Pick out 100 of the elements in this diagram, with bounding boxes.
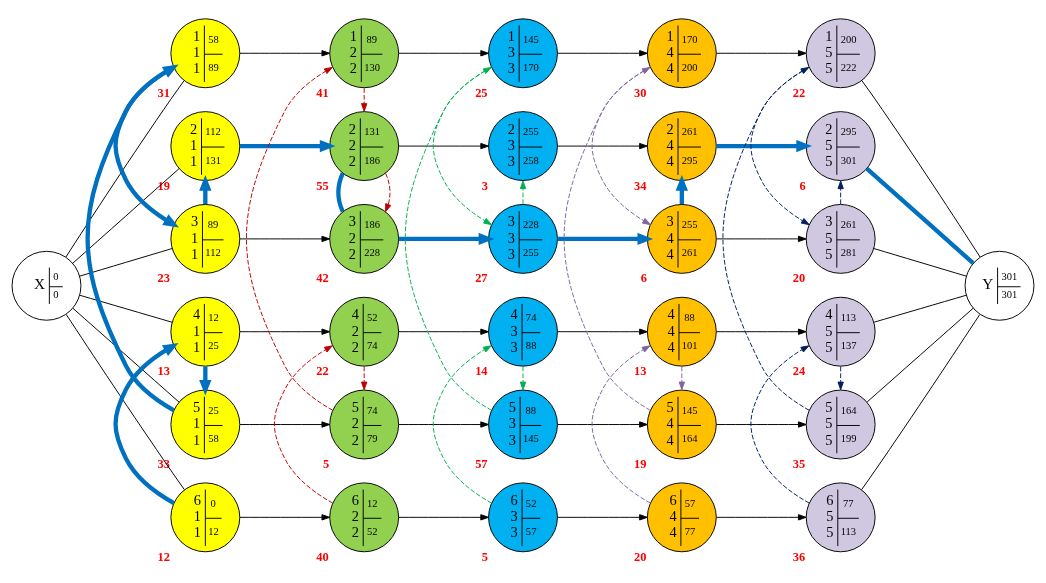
node-label: 13 — [157, 363, 170, 378]
arrow — [398, 513, 489, 520]
node-label: 19 — [157, 178, 170, 193]
node-circle: 1 2 2 89 130 — [329, 17, 400, 88]
node-label: 34 — [633, 178, 647, 193]
node-circle: 2 4 4 261 295 — [646, 110, 717, 181]
arrow — [432, 66, 492, 225]
arrow — [239, 328, 331, 335]
arrow — [750, 66, 810, 225]
arrow — [591, 66, 651, 225]
arrow — [557, 142, 648, 149]
arrow — [722, 66, 810, 411]
arrow — [715, 49, 807, 56]
arrow — [361, 87, 368, 112]
node-circle: 3 1 1 89 112 — [170, 203, 241, 274]
node-label: 22 — [316, 363, 329, 378]
arrow — [591, 344, 651, 504]
node-circle: 6 5 5 77 113 — [805, 481, 876, 552]
node-circle: 6 2 2 12 52 — [329, 481, 400, 552]
arrow — [398, 420, 489, 428]
connector — [65, 313, 185, 490]
arrow — [398, 328, 489, 335]
arrow — [557, 232, 654, 245]
node-circle: 2 3 3 255 258 — [488, 110, 558, 181]
arrow — [239, 235, 331, 242]
node-circle: 4 5 5 113 137 — [805, 296, 876, 367]
connector — [873, 247, 967, 277]
node-label: 14 — [475, 363, 488, 378]
node-label: 20 — [633, 549, 647, 564]
arrow — [361, 365, 368, 390]
arrow — [85, 63, 179, 412]
node-label: 36 — [792, 549, 806, 564]
arrow — [557, 420, 648, 428]
node-circle: 3 5 5 261 281 — [805, 203, 876, 274]
node-circle: 6 4 4 57 77 — [646, 481, 717, 552]
node-circle: 6 1 1 0 12 — [170, 481, 241, 552]
node-circle: 5 4 4 145 164 — [646, 389, 717, 459]
arrow — [398, 142, 489, 149]
arrow — [750, 344, 810, 504]
arrow — [715, 513, 807, 520]
node-circle: 3 4 4 255 261 — [646, 203, 717, 274]
arrow — [715, 235, 807, 242]
node-label: 57 — [475, 456, 488, 471]
node-circle: 2 5 5 295 301 — [805, 110, 876, 181]
node-label: 6 — [799, 178, 806, 193]
arrow — [239, 49, 331, 56]
arrow — [432, 344, 492, 504]
node-label: 20 — [792, 270, 806, 285]
node-label: 30 — [633, 85, 647, 100]
node-circle: 1 1 1 58 89 — [170, 17, 241, 88]
node-label: 27 — [475, 270, 488, 285]
arrow — [385, 172, 392, 212]
connector — [72, 167, 180, 264]
arrow — [557, 49, 648, 56]
node-label: 42 — [316, 270, 329, 285]
node-label: 5 — [481, 549, 489, 564]
node-circle: 4 3 3 74 88 — [488, 296, 558, 367]
node-label: 6 — [640, 270, 647, 285]
arrow — [837, 180, 844, 205]
arrow — [519, 180, 527, 205]
arrow — [837, 365, 844, 390]
connector — [72, 307, 180, 403]
connector — [65, 79, 185, 258]
node-circle: 5 1 1 25 58 — [170, 389, 241, 459]
node-label: 13 — [633, 363, 647, 378]
node-label: 24 — [792, 363, 806, 378]
node-label: 55 — [316, 178, 329, 193]
connector — [861, 79, 981, 258]
arrow — [519, 365, 527, 390]
arrow — [715, 328, 807, 335]
node-circle: 5 5 5 164 199 — [805, 389, 876, 459]
node-circle: 1 4 4 170 200 — [646, 17, 717, 88]
node-circle: 2 2 2 131 186 — [329, 110, 400, 181]
arrow — [113, 65, 179, 228]
node-label: 12 — [157, 549, 170, 564]
arrow — [715, 420, 807, 428]
arrow — [239, 139, 336, 152]
node-circle: 1 3 3 145 170 — [488, 17, 558, 88]
connector — [873, 294, 967, 323]
connector — [336, 171, 345, 213]
node-label: 31 — [157, 85, 170, 100]
node-label: 22 — [792, 85, 806, 100]
arrow — [398, 232, 495, 245]
arrow — [398, 49, 489, 56]
arrow — [273, 344, 334, 504]
connector — [866, 307, 974, 402]
node-circle: 4 1 1 12 25 — [170, 296, 241, 367]
node-label: 5 — [323, 456, 330, 471]
node-circle: 1 5 5 200 222 — [805, 17, 876, 88]
node-label: 35 — [792, 456, 806, 471]
node-label: 25 — [475, 85, 488, 100]
node-circle: 2 1 1 112 131 — [170, 110, 241, 181]
node-circle: 5 3 3 88 145 — [488, 389, 558, 459]
arrow — [716, 139, 812, 152]
connector — [79, 294, 173, 323]
arrow — [563, 66, 651, 411]
arrow — [557, 513, 648, 520]
node-label: 40 — [316, 549, 329, 564]
arrow — [113, 342, 179, 505]
arrow — [245, 66, 334, 411]
